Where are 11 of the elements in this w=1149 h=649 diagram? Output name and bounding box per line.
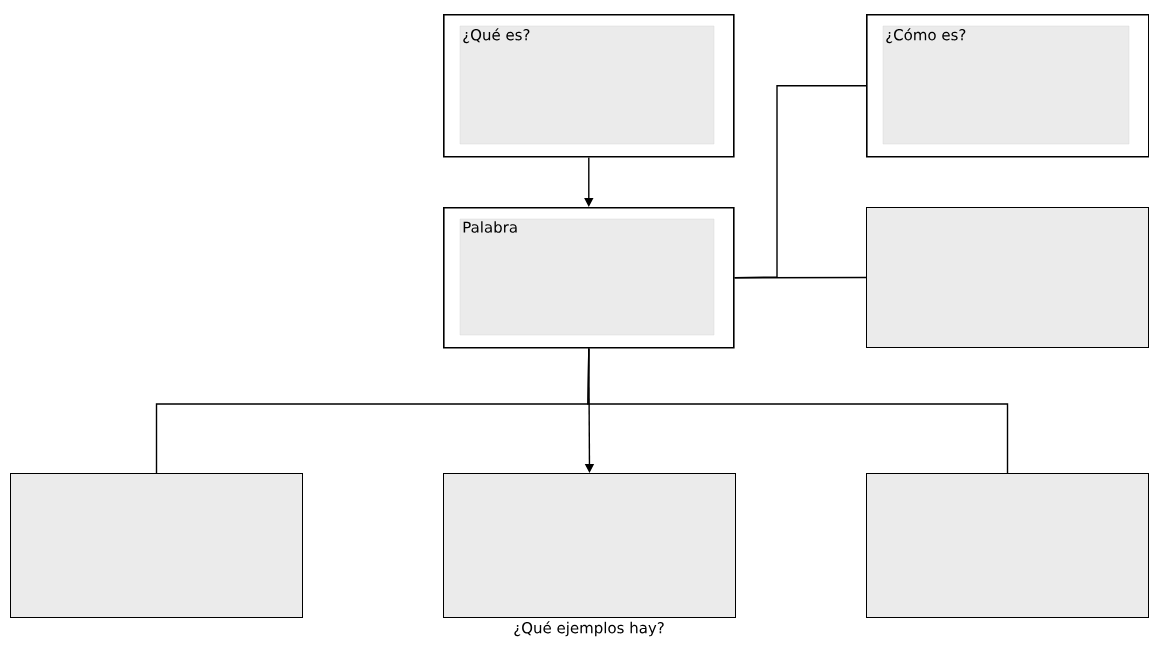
connector [584,156,594,207]
connector [733,276,867,279]
empty-box [866,473,1149,618]
empty-box [866,207,1149,348]
question-box: Palabra [443,207,735,349]
question-box: ¿Cómo es? [866,14,1149,158]
question-box: ¿Qué es? [443,14,735,158]
connector [587,347,1009,474]
empty-box [10,473,303,618]
empty-box: ¿Qué ejemplos hay? [443,473,736,637]
node-label: ¿Qué ejemplos hay? [514,621,664,637]
